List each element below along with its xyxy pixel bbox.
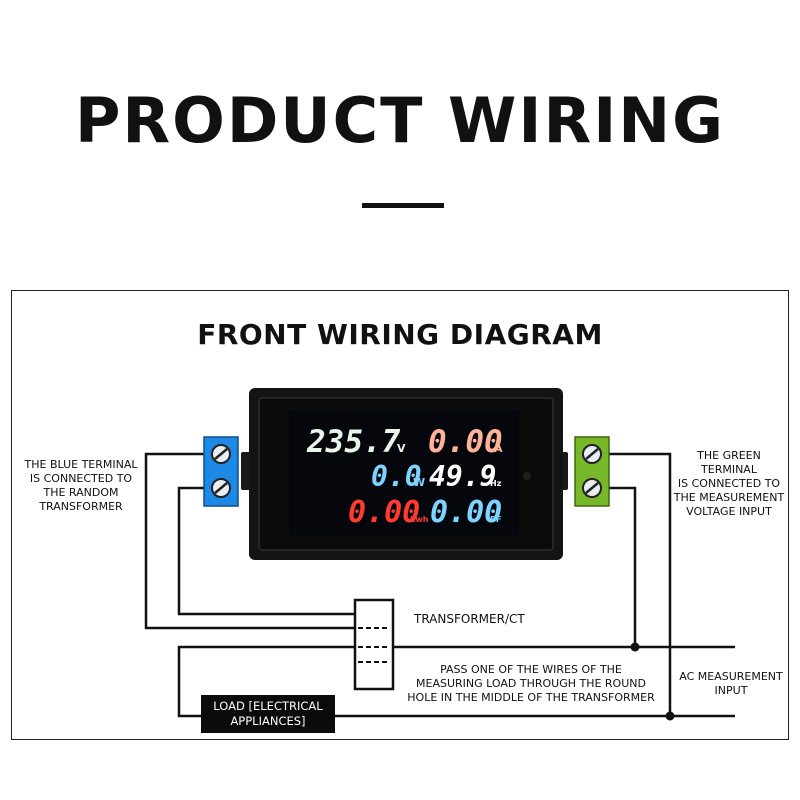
frequency-unit: Hz: [490, 479, 502, 488]
voltage-reading: 235.7: [306, 424, 401, 460]
page-title: PRODUCT WIRING: [74, 84, 726, 157]
wire-junction-green: [630, 642, 640, 652]
load-label-line-2: APPLIANCES]: [230, 714, 306, 728]
power-reading: 0.0: [371, 460, 422, 493]
wire-junction-ac: [665, 711, 675, 721]
meter-indicator: [523, 472, 531, 480]
energy-unit: kwh: [410, 515, 429, 524]
voltage-unit: V: [397, 442, 406, 455]
load-label-line-1: LOAD [ELECTRICAL: [213, 699, 323, 713]
power-factor-unit: PF: [490, 515, 501, 524]
pass-wire-note: PASS ONE OF THE WIRES OF THE MEASURING L…: [407, 663, 655, 704]
current-unit: A: [494, 442, 503, 455]
blue-terminal: [203, 436, 239, 507]
meter-readings: 235.7 V 0.00 A 0.0 W 49.9 Hz 0.00 kwh 0.…: [306, 424, 503, 530]
ac-input-note: AC MEASUREMENT INPUT: [679, 670, 783, 697]
power-meter: [241, 388, 568, 560]
green-terminal-wire-top: [608, 452, 672, 716]
diagram-frame: [11, 290, 789, 740]
current-reading: 0.00: [428, 424, 503, 460]
meter-clip-left: [241, 452, 251, 490]
green-terminal-note: THE GREEN TERMINAL IS CONNECTED TO THE M…: [673, 449, 785, 518]
meter-screen: [289, 410, 519, 535]
title-underline: [362, 203, 444, 208]
blue-terminal-wire-top: [144, 452, 355, 630]
transformer-label: TRANSFORMER/CT: [414, 612, 525, 626]
power-unit: W: [413, 476, 425, 489]
frequency-reading: 49.9: [429, 460, 496, 493]
power-factor-reading: 0.00: [430, 495, 502, 530]
energy-reading: 0.00: [348, 495, 420, 530]
load-appliances-box: LOAD [ELECTRICAL APPLIANCES]: [201, 695, 335, 733]
green-terminal: [574, 436, 610, 507]
blue-terminal-note: THE BLUE TERMINAL IS CONNECTED TO THE RA…: [24, 458, 138, 513]
diagram-title: FRONT WIRING DIAGRAM: [197, 318, 603, 351]
transformer-ct: [353, 598, 395, 691]
green-terminal-wire-bottom: [608, 486, 637, 647]
blue-terminal-wire-bottom: [177, 486, 355, 616]
load-lead: [177, 645, 355, 718]
